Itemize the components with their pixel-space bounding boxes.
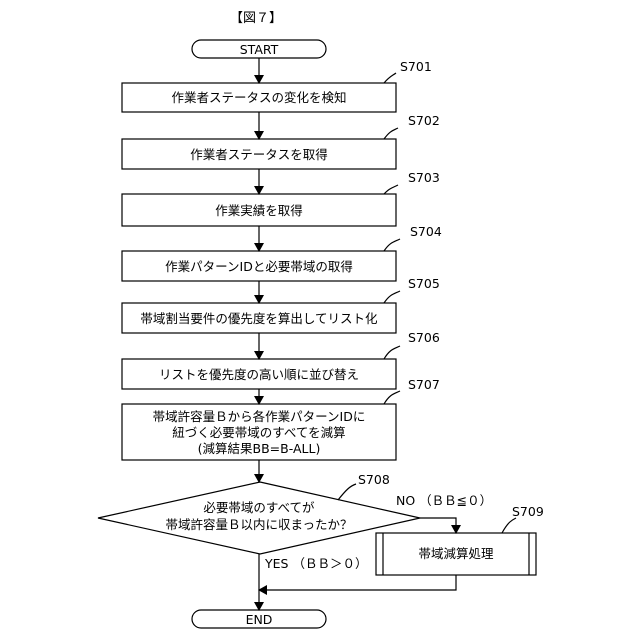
step-s707-id: S707 xyxy=(408,377,440,392)
step-s707-line-3: (減算結果BB=B-ALL) xyxy=(198,441,321,456)
step-s701-text: 作業者ステータスの変化を検知 xyxy=(171,90,346,105)
step-s701-leader xyxy=(384,73,396,83)
figure-title: 【図７】 xyxy=(230,11,282,26)
step-s707-leader xyxy=(384,391,400,404)
step-s707-line-1: 帯域許容量Ｂから各作業パターンIDに xyxy=(153,409,366,424)
step-s706-leader xyxy=(384,346,400,359)
step-s704: 作業パターンIDと必要帯域の取得 S704 xyxy=(122,224,442,281)
step-s704-leader xyxy=(384,239,400,251)
end-label: END xyxy=(246,612,273,627)
step-s705: 帯域割当要件の優先度を算出してリスト化 S705 xyxy=(122,276,440,333)
step-s701: 作業者ステータスの変化を検知 S701 xyxy=(122,59,432,112)
step-s703-id: S703 xyxy=(408,170,440,185)
step-s701-id: S701 xyxy=(400,59,432,74)
step-s703: 作業実績を取得 S703 xyxy=(122,170,440,226)
decision-id: S708 xyxy=(358,472,390,487)
step-s705-id: S705 xyxy=(408,276,440,291)
arrow-s708-no-s709 xyxy=(420,518,456,533)
step-s703-text: 作業実績を取得 xyxy=(215,203,303,218)
step-s705-text: 帯域割当要件の優先度を算出してリスト化 xyxy=(140,311,378,326)
step-s702-leader xyxy=(384,128,398,139)
process-s709-leader xyxy=(502,518,516,533)
step-s704-text: 作業パターンIDと必要帯域の取得 xyxy=(165,259,353,274)
decision-line-1: 必要帯域のすべてが xyxy=(203,500,315,515)
decision-line-2: 帯域許容量Ｂ以内に収まったか？ xyxy=(165,517,352,532)
step-s705-leader xyxy=(384,291,400,303)
step-s706-text: リストを優先度の高い順に並び替え xyxy=(159,367,359,382)
decision-yes-label: YES （ＢＢ＞０） xyxy=(264,556,367,571)
decision-s708: 必要帯域のすべてが 帯域許容量Ｂ以内に収まったか？ S708 xyxy=(98,472,420,554)
arrow-s709-merge xyxy=(259,575,456,590)
process-s709-label: 帯域減算処理 xyxy=(418,546,494,561)
decision-no-label: NO （ＢＢ≦０） xyxy=(396,493,492,508)
step-s702-text: 作業者ステータスを取得 xyxy=(190,147,328,162)
start-label: START xyxy=(240,42,279,57)
step-s706-id: S706 xyxy=(408,330,440,345)
step-s702: 作業者ステータスを取得 S702 xyxy=(122,113,440,169)
step-s706: リストを優先度の高い順に並び替え S706 xyxy=(122,330,440,389)
step-s704-id: S704 xyxy=(410,224,442,239)
step-s702-id: S702 xyxy=(408,113,440,128)
step-s703-leader xyxy=(384,185,398,194)
step-s707-line-2: 紐づく必要帯域のすべてを減算 xyxy=(172,425,345,440)
decision-leader xyxy=(338,484,356,500)
process-s709-id: S709 xyxy=(512,504,544,519)
